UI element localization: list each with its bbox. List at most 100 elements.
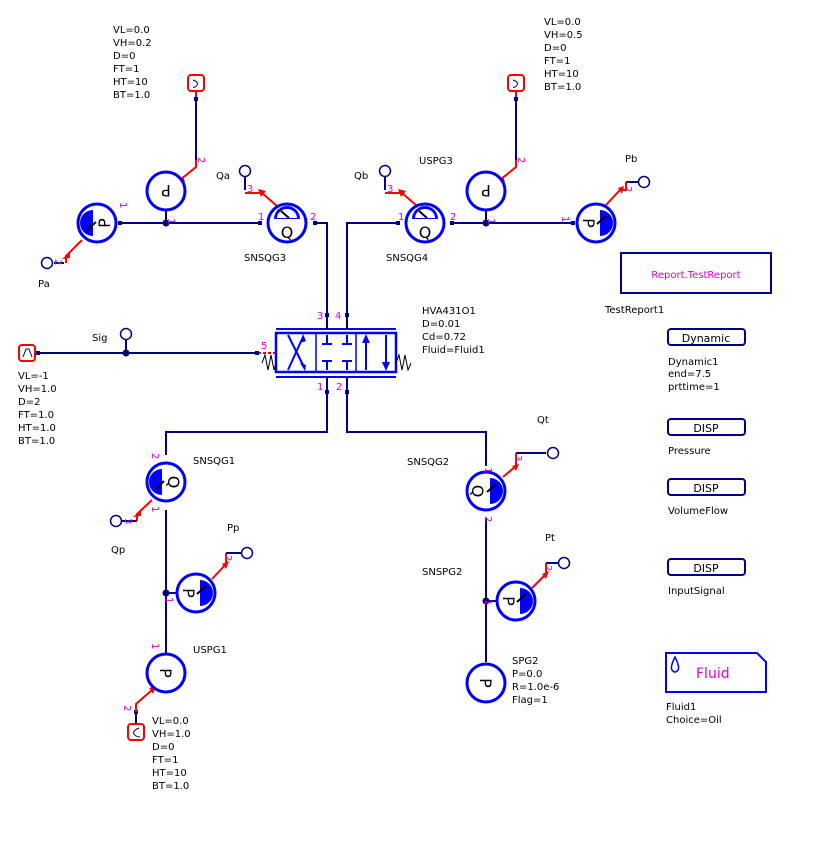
param-line: D=0 [544, 43, 566, 54]
p-letter: P [579, 218, 598, 228]
param-line: prttime=1 [668, 382, 720, 393]
port-node [450, 221, 454, 225]
port-label: 4 [335, 311, 341, 322]
uspg3-pressure-source[interactable]: P [465, 170, 507, 212]
port-label: 2 [482, 516, 493, 522]
disp-inputsignal-button[interactable]: DISP [667, 558, 746, 576]
junction-node [162, 219, 170, 227]
port-labels: 2 1 1 2 1 2 3 2 1 1 2 3 1 2 3 4 1 2 5 2 … [52, 157, 633, 711]
disp-pressure-button[interactable]: DISP [667, 418, 746, 436]
disp-pressure-label: Pressure [668, 446, 711, 457]
port-node [36, 351, 40, 355]
snsqg1-flow-sensor[interactable]: Q [145, 461, 187, 503]
pp-pressure-sensor[interactable]: P [175, 572, 217, 614]
label-snsqg1: SNSQG1 [193, 456, 235, 467]
signal-arrow [65, 239, 83, 263]
port-node [255, 351, 259, 355]
pb-pressure-sensor[interactable]: P [575, 202, 617, 244]
wire-valve-2-to-snsqg2[interactable] [346, 380, 487, 466]
wire-valve-4-to-snsqg4[interactable] [346, 222, 398, 318]
source-sig[interactable] [18, 344, 36, 362]
disp-button-label: DISP [693, 482, 719, 495]
signal-arrow [499, 160, 517, 181]
junction-nodes [36, 97, 575, 714]
p-letter: P [476, 678, 495, 688]
label-pa: Pa [38, 279, 50, 290]
snsqg2-flow-sensor[interactable]: Q [465, 470, 507, 512]
p-letter: P [95, 218, 114, 228]
port-label: 1 [559, 216, 570, 222]
gauge-qp[interactable] [109, 514, 123, 528]
label-snspg2: SNSPG2 [422, 567, 462, 578]
snsqg3-flow-sensor[interactable]: Q [266, 202, 308, 244]
gauge-qa[interactable] [238, 164, 252, 178]
port-label: 2 [52, 259, 63, 265]
param-line: Cd=0.72 [422, 332, 466, 343]
param-line: D=2 [18, 397, 40, 408]
spg2-pressure-source[interactable]: P [465, 662, 507, 704]
p-letter: P [179, 588, 198, 598]
label-pt: Pt [545, 533, 555, 544]
p-letter: P [481, 181, 491, 200]
param-line: BT=1.0 [544, 82, 581, 93]
port-label: 2 [542, 565, 553, 571]
source-uspg3[interactable] [507, 74, 525, 97]
label-uspg1: USPG1 [193, 645, 227, 656]
param-line: Fluid1 [666, 702, 696, 713]
port-node [571, 221, 575, 225]
signal-arrow [179, 160, 197, 181]
port-label: 2 [310, 212, 316, 223]
wire-snsqg3-to-valve-3[interactable] [315, 222, 328, 318]
gauge-pa[interactable] [40, 256, 54, 270]
label-snsqg3: SNSQG3 [244, 253, 286, 264]
disp-button-label: DISP [693, 422, 719, 435]
q-letter: Q [164, 476, 183, 489]
report-title: Report.TestReport [651, 270, 740, 281]
label-qt: Qt [537, 415, 549, 426]
p-letter: P [161, 181, 171, 200]
gauge-qt[interactable] [546, 446, 560, 460]
param-line: VL=0.0 [152, 716, 189, 727]
port-node [194, 97, 198, 101]
signal-arrow [135, 689, 153, 712]
uspg1-pressure-source[interactable]: P [145, 652, 187, 694]
label-qp: Qp [111, 545, 125, 556]
source-uspg-top-left[interactable] [187, 74, 205, 97]
param-line: VH=1.0 [18, 384, 57, 395]
param-line: VH=0.2 [113, 38, 152, 49]
port-label: 2 [121, 705, 132, 711]
port-node [325, 313, 329, 317]
pa-pressure-sensor[interactable]: P [76, 202, 118, 244]
gauge-pp[interactable] [240, 546, 254, 560]
port-node [325, 390, 329, 394]
disp-volumeflow-button[interactable]: DISP [667, 478, 746, 496]
source-uspg1[interactable] [127, 723, 145, 741]
port-label: 2 [622, 186, 633, 192]
q-letter: Q [281, 223, 294, 242]
hva431o1-valve[interactable] [261, 318, 412, 390]
label-sig: Sig [92, 333, 107, 344]
uspg-top-left-pressure-source[interactable]: P [145, 170, 187, 212]
fluid-title: Fluid [696, 666, 730, 682]
snspg2-pressure-sensor[interactable]: P [495, 580, 537, 622]
wire-valve-1-to-snsqg1[interactable] [165, 380, 328, 455]
param-line: VH=0.5 [544, 30, 583, 41]
param-line: VL=0.0 [113, 25, 150, 36]
port-node [514, 97, 518, 101]
gauge-pt[interactable] [557, 556, 571, 570]
params-sig-source: VL=-1 VH=1.0 D=2 FT=1.0 HT=1.0 BT=1.0 [18, 371, 57, 447]
p-letter: P [156, 668, 175, 678]
param-line: FT=1 [113, 64, 139, 75]
param-line: R=1.0e-6 [512, 682, 559, 693]
gauge-pb[interactable] [637, 175, 651, 189]
gauge-sig[interactable] [119, 327, 133, 341]
dynamic-button[interactable]: Dynamic [667, 328, 746, 346]
label-snsqg4: SNSQG4 [386, 253, 428, 264]
report-block[interactable]: Report.TestReport [620, 252, 772, 294]
param-line: D=0 [152, 742, 174, 753]
fluid-block[interactable]: Fluid [665, 652, 767, 693]
gauge-qb[interactable] [378, 164, 392, 178]
params-valve: HVA431O1 D=0.01 Cd=0.72 Fluid=Fluid1 [422, 306, 485, 356]
snsqg4-flow-sensor[interactable]: Q [404, 202, 446, 244]
